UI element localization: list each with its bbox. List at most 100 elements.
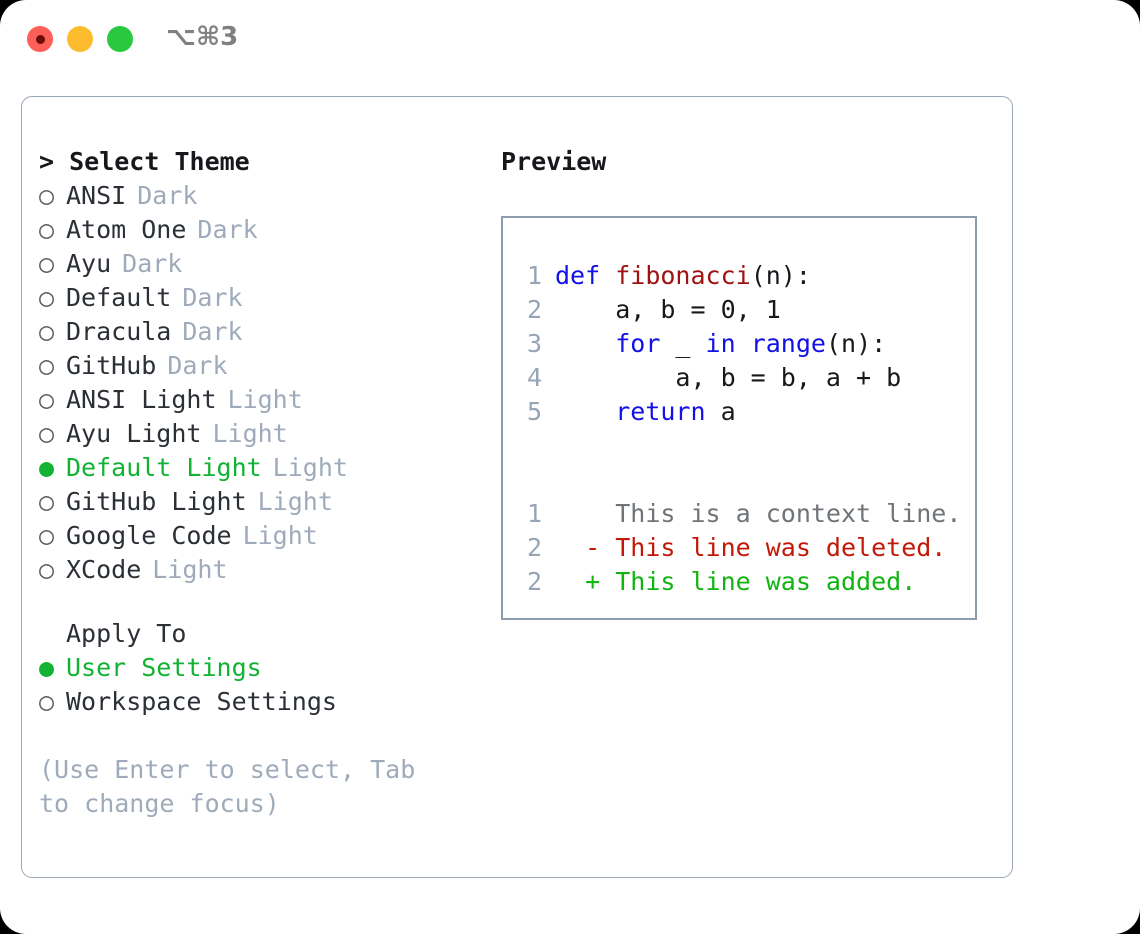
theme-option-xcode[interactable]: ○ XCode Light — [39, 553, 489, 587]
theme-variant-badge: Dark — [182, 283, 243, 312]
code-line-number: 2 — [526, 567, 542, 596]
apply-to-option-label: User Settings — [66, 653, 262, 682]
diff-marker — [555, 499, 615, 528]
keyboard-shortcut-label: ⌥⌘3 — [166, 22, 239, 52]
radio-unselected-icon: ○ — [39, 487, 55, 516]
code-token: (n): — [825, 329, 887, 358]
radio-unselected-icon: ○ — [39, 521, 55, 550]
theme-option-label: Dracula — [66, 317, 172, 346]
theme-option-label: Default — [66, 283, 172, 312]
theme-option-github-light[interactable]: ○ GitHub Light Light — [39, 485, 489, 519]
code-token — [736, 329, 751, 358]
apply-to-list[interactable]: ●User Settings○ Workspace Settings — [39, 651, 489, 719]
close-button[interactable] — [27, 26, 53, 52]
apply-to-title: Apply To — [66, 619, 187, 648]
code-line: 1 def fibonacci(n): — [516, 259, 961, 293]
theme-variant-badge: Light — [227, 385, 303, 414]
radio-unselected-icon: ○ — [39, 283, 55, 312]
code-line: 4 a, b = b, a + b — [516, 361, 961, 395]
code-token — [555, 329, 615, 358]
code-token: fibonacci — [615, 261, 751, 290]
zoom-button[interactable] — [107, 26, 133, 52]
radio-unselected-icon: ○ — [39, 687, 55, 716]
code-line: 5 return a — [516, 395, 961, 429]
section-spacer — [39, 587, 489, 617]
theme-variant-badge: Light — [257, 487, 333, 516]
code-token: (n): — [750, 261, 811, 290]
diff-marker: + — [555, 567, 616, 596]
window-controls — [27, 26, 133, 52]
minimize-button[interactable] — [67, 26, 93, 52]
diff-marker: - — [555, 533, 616, 562]
theme-option-label: Google Code — [66, 521, 232, 550]
apply-to-option-label: Workspace Settings — [66, 687, 337, 716]
theme-variant-badge: Light — [212, 419, 288, 448]
theme-variant-badge: Light — [152, 555, 228, 584]
diff-line: 2 - This line was deleted. — [516, 531, 961, 565]
code-line-number: 1 — [526, 261, 542, 290]
code-line: 2 a, b = 0, 1 — [516, 293, 961, 327]
theme-variant-badge: Dark — [182, 317, 243, 346]
code-token: for — [615, 329, 661, 358]
code-token — [555, 397, 615, 426]
theme-variant-badge: Dark — [122, 249, 183, 278]
theme-option-ayu-light[interactable]: ○ Ayu Light Light — [39, 417, 489, 451]
diff-line: 1 This is a context line. — [516, 497, 961, 531]
theme-option-label: Ayu Light — [66, 419, 202, 448]
diff-text: This line was deleted. — [615, 533, 947, 562]
code-token: a, b = 0, 1 — [555, 295, 781, 324]
keyboard-hint: (Use Enter to select, Tab to change focu… — [39, 755, 431, 818]
radio-selected-icon: ● — [39, 453, 55, 482]
theme-option-label: GitHub — [66, 351, 157, 380]
theme-variant-badge: Light — [272, 453, 348, 482]
code-token: a, b = b, a + b — [555, 363, 902, 392]
theme-option-label: Atom One — [66, 215, 187, 244]
theme-option-dracula[interactable]: ○ Dracula Dark — [39, 315, 489, 349]
radio-unselected-icon: ○ — [39, 419, 55, 448]
radio-unselected-icon: ○ — [39, 249, 55, 278]
code-token: _ — [660, 329, 706, 358]
apply-to-option-workspace-settings[interactable]: ○ Workspace Settings — [39, 685, 489, 719]
radio-unselected-icon: ○ — [39, 317, 55, 346]
radio-unselected-icon: ○ — [39, 555, 55, 584]
theme-option-label: ANSI Light — [66, 385, 217, 414]
radio-unselected-icon: ○ — [39, 351, 55, 380]
code-token: a — [705, 397, 736, 426]
select-theme-header: > Select Theme — [39, 147, 250, 176]
code-token: in — [705, 329, 736, 358]
theme-option-ansi[interactable]: ○ ANSI Dark — [39, 179, 489, 213]
code-line: 3 for _ in range(n): — [516, 327, 961, 361]
theme-variant-badge: Light — [242, 521, 318, 550]
title-bar: ⌥⌘3 — [0, 0, 1140, 78]
code-line-number: 2 — [526, 533, 542, 562]
theme-option-default-light[interactable]: ● Default Light Light — [39, 451, 489, 485]
theme-option-label: GitHub Light — [66, 487, 247, 516]
code-blank-line — [516, 429, 961, 463]
theme-option-label: Default Light — [66, 453, 262, 482]
theme-variant-badge: Dark — [137, 181, 198, 210]
apply-to-option-user-settings[interactable]: ●User Settings — [39, 651, 489, 685]
theme-option-label: XCode — [66, 555, 142, 584]
theme-option-label: ANSI — [66, 181, 127, 210]
code-token: return — [615, 397, 706, 426]
code-line-number: 2 — [526, 295, 542, 324]
radio-unselected-icon: ○ — [39, 385, 55, 414]
code-line-number: 5 — [526, 397, 542, 426]
diff-text: This is a context line. — [615, 499, 962, 528]
preview-title: Preview — [501, 147, 607, 176]
code-token: def — [555, 261, 616, 290]
theme-option-default[interactable]: ○ Default Dark — [39, 281, 489, 315]
theme-option-google-code[interactable]: ○ Google Code Light — [39, 519, 489, 553]
code-line-number: 4 — [526, 363, 542, 392]
radio-unselected-icon: ○ — [39, 181, 55, 210]
diff-text: This line was added. — [615, 567, 917, 596]
theme-option-ansi-light[interactable]: ○ ANSI Light Light — [39, 383, 489, 417]
